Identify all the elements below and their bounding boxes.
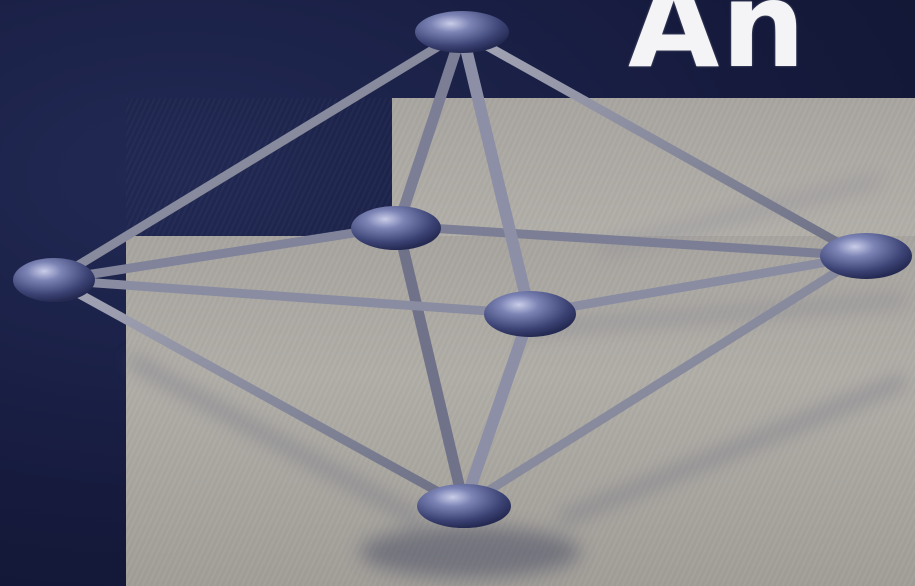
bond xyxy=(398,226,862,256)
bond xyxy=(398,226,464,506)
atom-left xyxy=(13,258,95,302)
bond xyxy=(54,280,530,314)
bond xyxy=(464,314,530,506)
bond xyxy=(462,32,530,314)
bonds xyxy=(54,32,862,506)
atom-top xyxy=(415,11,509,53)
bond xyxy=(462,32,862,256)
atom-bottom xyxy=(417,484,511,528)
bond xyxy=(54,280,464,506)
atom-front xyxy=(484,291,576,337)
atom-right xyxy=(820,233,912,279)
atom-back xyxy=(351,206,441,250)
